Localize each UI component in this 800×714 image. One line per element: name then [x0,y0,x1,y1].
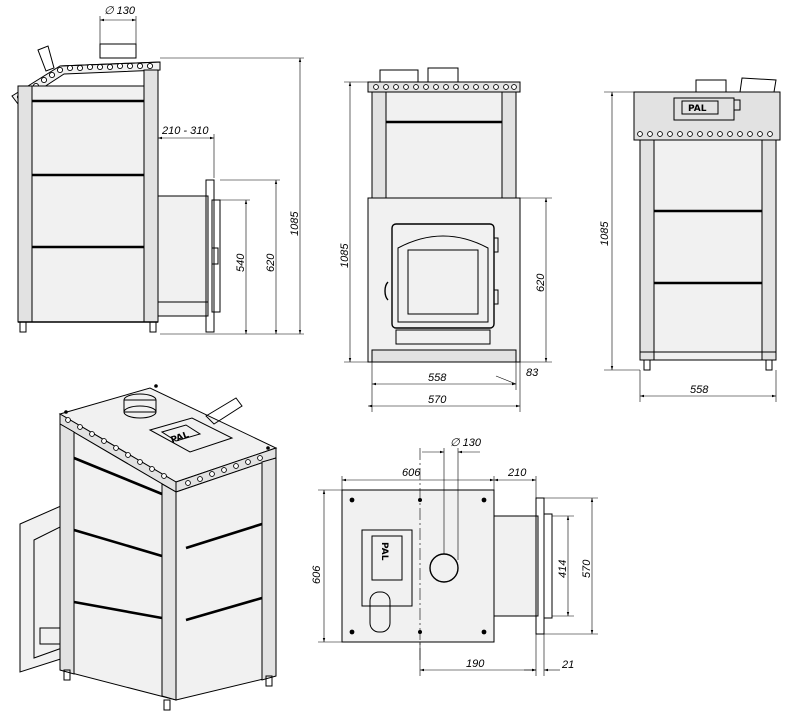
side-firebox-height-label: 620 [265,253,277,272]
front-view: 1085 620 558 83 570 [339,67,552,412]
front-firebox-height-label: 620 [535,273,547,292]
top-flange-thickness-label: 21 [561,659,574,671]
top-body-depth-label: 606 [311,565,323,584]
side-total-height-label: 1085 [289,211,301,236]
back-rivets [637,131,773,137]
top-flue-offset-label: 190 [466,658,485,670]
back-logo-text: PAL [688,104,707,114]
front-body-width-label: 558 [428,372,447,384]
top-firebox-extension-label: 210 [507,467,527,479]
iso-roof-rivets [64,384,270,486]
side-firebox-extension-label: 210 - 310 [161,125,209,137]
back-total-height-label: 1085 [599,221,611,246]
back-body-width-label: 558 [690,384,709,396]
top-tunnel-width-label: 414 [557,560,569,578]
front-total-height-label: 1085 [339,243,351,268]
front-side-offset-label: 83 [526,367,539,379]
top-body-width-label: 606 [402,467,421,479]
front-top-rivets [373,84,517,90]
side-flue-diameter-label: ∅ 130 [104,5,136,17]
top-logo-text: PAL [379,542,389,561]
side-door-height-label: 540 [235,253,247,272]
side-view: ∅ 130 [11,5,304,335]
top-view: PAL ∅ 130 606 210 606 414 570 [311,437,598,676]
back-view: PAL 1085 558 [599,77,781,402]
top-rivets [349,497,487,635]
isometric-view: PAL [19,384,278,711]
front-overall-width-label: 570 [428,394,447,406]
top-flange-width-label: 570 [581,559,593,578]
top-flue-diameter-label: ∅ 130 [450,437,482,449]
